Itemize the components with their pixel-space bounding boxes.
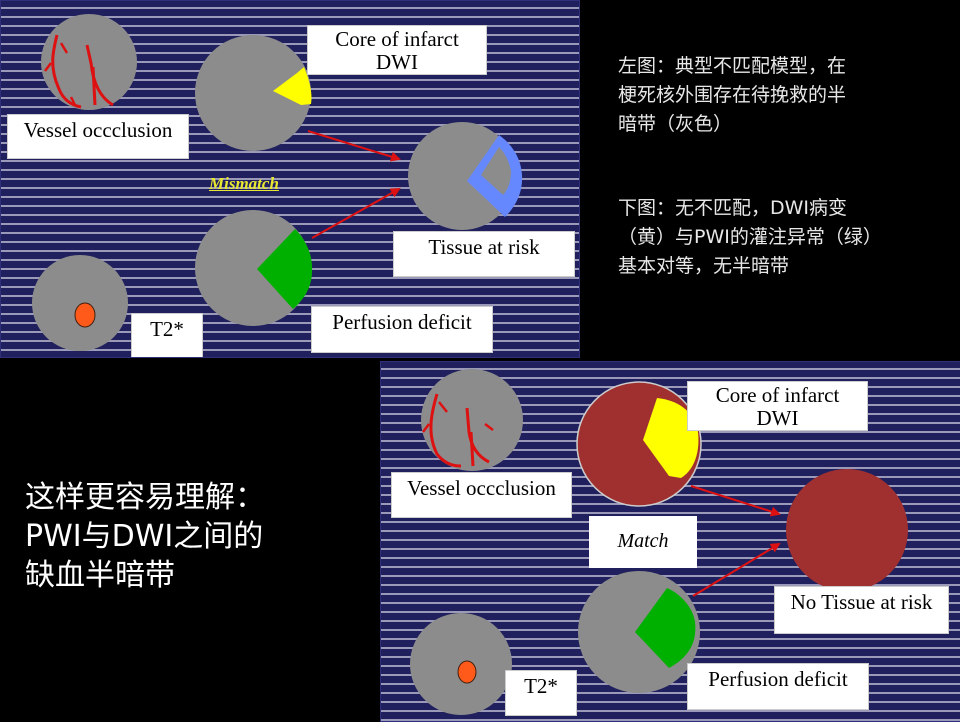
match-note: 下图：无不匹配，DWI病变 （黄）与PWI的灌注异常（绿） 基本对等，无半暗带 [618, 194, 882, 281]
perfusion-deficit-label: Perfusion deficit [687, 663, 869, 710]
note-line: 基本对等，无半暗带 [618, 255, 790, 277]
no-tissue-brain-icon [786, 469, 908, 591]
note-line: 暗带（灰色） [618, 113, 733, 135]
match-diagram-panel: Vessel occclusion Core of infarct DWI Ma… [380, 361, 960, 722]
tissue-at-risk-brain-icon [408, 122, 523, 230]
perfusion-to-risk-arrow [311, 188, 401, 239]
dwi-core-brain-icon [195, 35, 312, 151]
perfusion-to-tissue-arrow [692, 542, 781, 597]
summary-line: 缺血半暗带 [25, 558, 175, 593]
mismatch-diagram-graphics [32, 14, 523, 351]
t2-brain-icon [32, 255, 128, 351]
match-label: Match [589, 516, 697, 568]
note-line: 下图：无不匹配，DWI病变 [618, 197, 848, 219]
match-diagram-graphics [410, 369, 908, 715]
vessel-brain-icon [421, 369, 523, 471]
perfusion-brain-icon [578, 571, 700, 693]
note-line: 梗死核外围存在待挽救的半 [618, 84, 847, 106]
note-line: （黄）与PWI的灌注异常（绿） [618, 226, 882, 248]
core-to-tissue-arrow [690, 485, 781, 517]
core-of-infarct-label: Core of infarct DWI [307, 25, 487, 75]
vessel-brain-icon [41, 14, 137, 110]
note-line: 左图：典型不匹配模型，在 [618, 55, 847, 77]
no-tissue-at-risk-label: No Tissue at risk [774, 586, 949, 634]
dwi-core-brain-icon [576, 381, 702, 507]
mismatch-diagram-panel: Vessel occclusion Core of infarct DWI Mi… [0, 0, 580, 358]
t2-label: T2* [131, 313, 203, 357]
perfusion-brain-icon [195, 210, 313, 326]
t2-brain-icon [410, 613, 512, 715]
core-to-risk-arrow [307, 130, 401, 162]
vessel-occlusion-label: Vessel occclusion [391, 472, 572, 518]
vessel-occlusion-label: Vessel occclusion [7, 114, 189, 159]
core-of-infarct-label: Core of infarct DWI [687, 381, 868, 431]
perfusion-deficit-label: Perfusion deficit [311, 306, 493, 353]
tissue-at-risk-label: Tissue at risk [393, 231, 575, 277]
summary-text: 这样更容易理解： PWI与DWI之间的 缺血半暗带 [25, 478, 265, 595]
summary-line: PWI与DWI之间的 [25, 519, 264, 554]
t2-label: T2* [505, 670, 577, 716]
summary-line: 这样更容易理解： [25, 480, 265, 515]
mismatch-note: 左图：典型不匹配模型，在 梗死核外围存在待挽救的半 暗带（灰色） [618, 52, 846, 139]
mismatch-label: Mismatch [209, 174, 279, 193]
